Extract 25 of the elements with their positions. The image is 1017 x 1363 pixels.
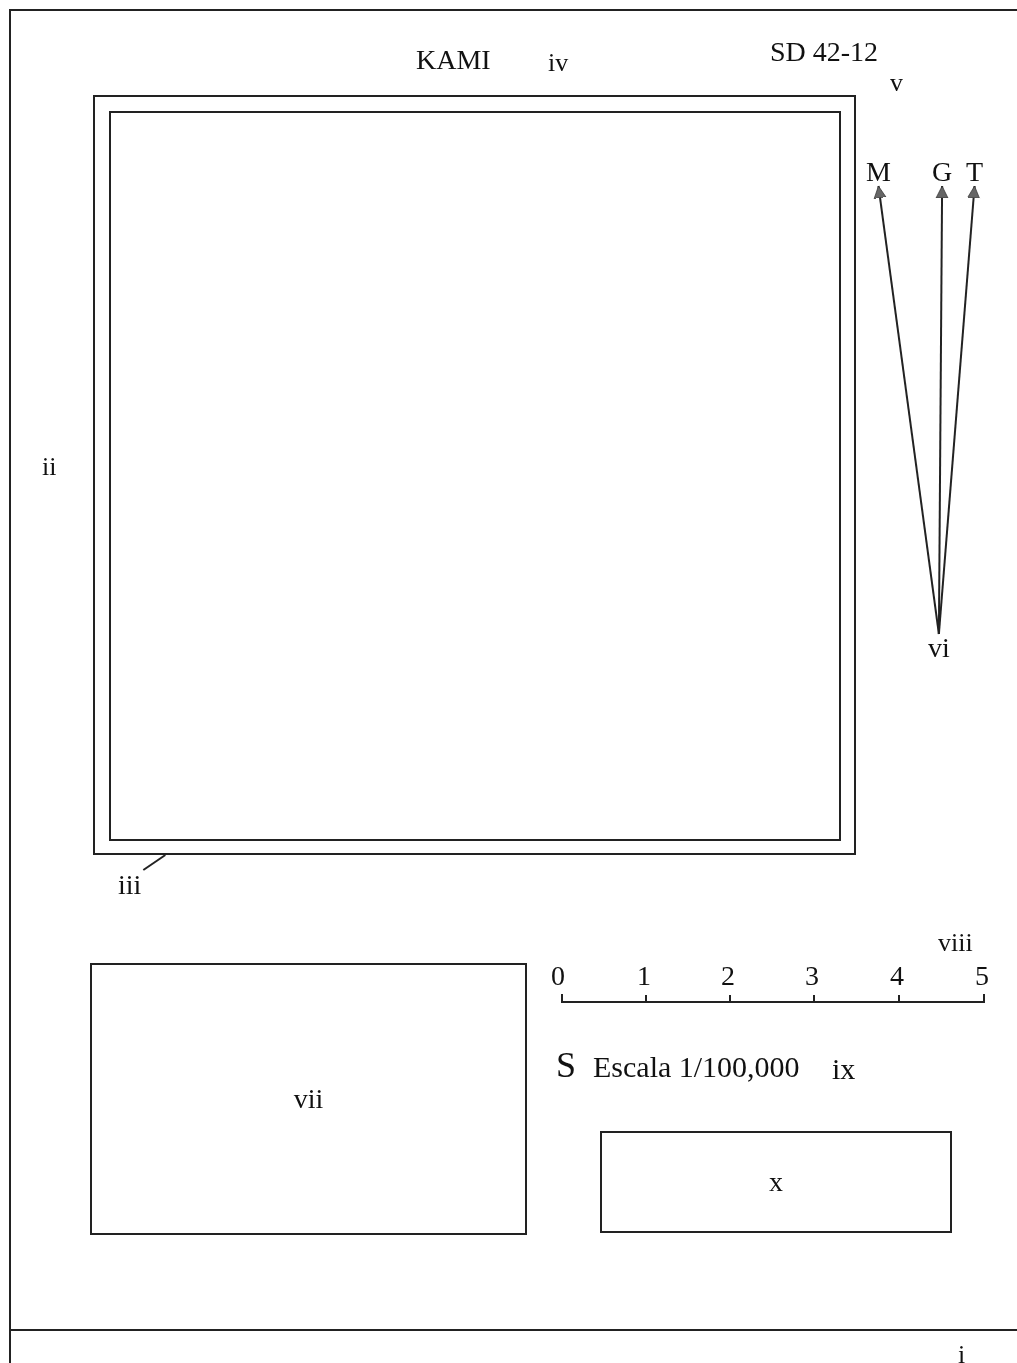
info-box: x: [600, 1131, 952, 1233]
callout-number: iii: [118, 871, 142, 899]
callout-number: vi: [928, 634, 950, 662]
sheet-number: SD 42-12: [770, 38, 879, 66]
scale-tick-label: 4: [890, 962, 904, 990]
inset-box: vii: [90, 963, 527, 1235]
map-title: KAMI: [416, 46, 491, 74]
scale-text: Escala 1/100,000: [593, 1052, 800, 1082]
leader-line: [142, 854, 167, 871]
arrow: [937, 185, 980, 635]
callout-number: i: [958, 1342, 966, 1363]
scale-tick-label: 2: [721, 962, 735, 990]
callout-number: iv: [548, 50, 569, 76]
north-letter: G: [932, 158, 953, 186]
scale-tick-label: 0: [551, 962, 565, 990]
scale-tick-label: 1: [637, 962, 651, 990]
scale-symbol: S: [556, 1047, 577, 1083]
callout-number: ii: [42, 454, 57, 480]
callout-number: ix: [832, 1054, 856, 1084]
scale-tick-label: 3: [805, 962, 819, 990]
north-letter: M: [866, 158, 891, 186]
north-letter: T: [966, 158, 984, 186]
callout-number: viii: [938, 930, 973, 956]
scale-tick-label: 5: [975, 962, 989, 990]
callout-number: v: [890, 70, 903, 96]
